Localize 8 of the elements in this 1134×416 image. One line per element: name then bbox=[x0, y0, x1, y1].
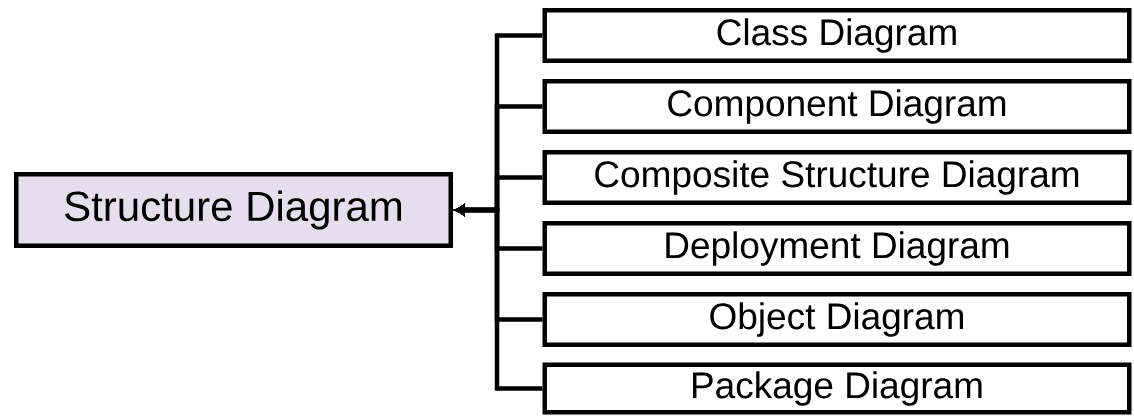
diagram-box: Structure Diagram bbox=[14, 172, 453, 248]
diagram-box: Deployment Diagram bbox=[542, 221, 1132, 276]
diagram-box: Component Diagram bbox=[542, 79, 1132, 134]
arrow bbox=[455, 204, 543, 391]
diagram-box: Package Diagram bbox=[542, 362, 1132, 415]
diagram-box: Object Diagram bbox=[542, 292, 1132, 347]
diagram-box: Class Diagram bbox=[542, 8, 1132, 63]
diagram-box: Composite Structure Diagram bbox=[542, 150, 1132, 205]
